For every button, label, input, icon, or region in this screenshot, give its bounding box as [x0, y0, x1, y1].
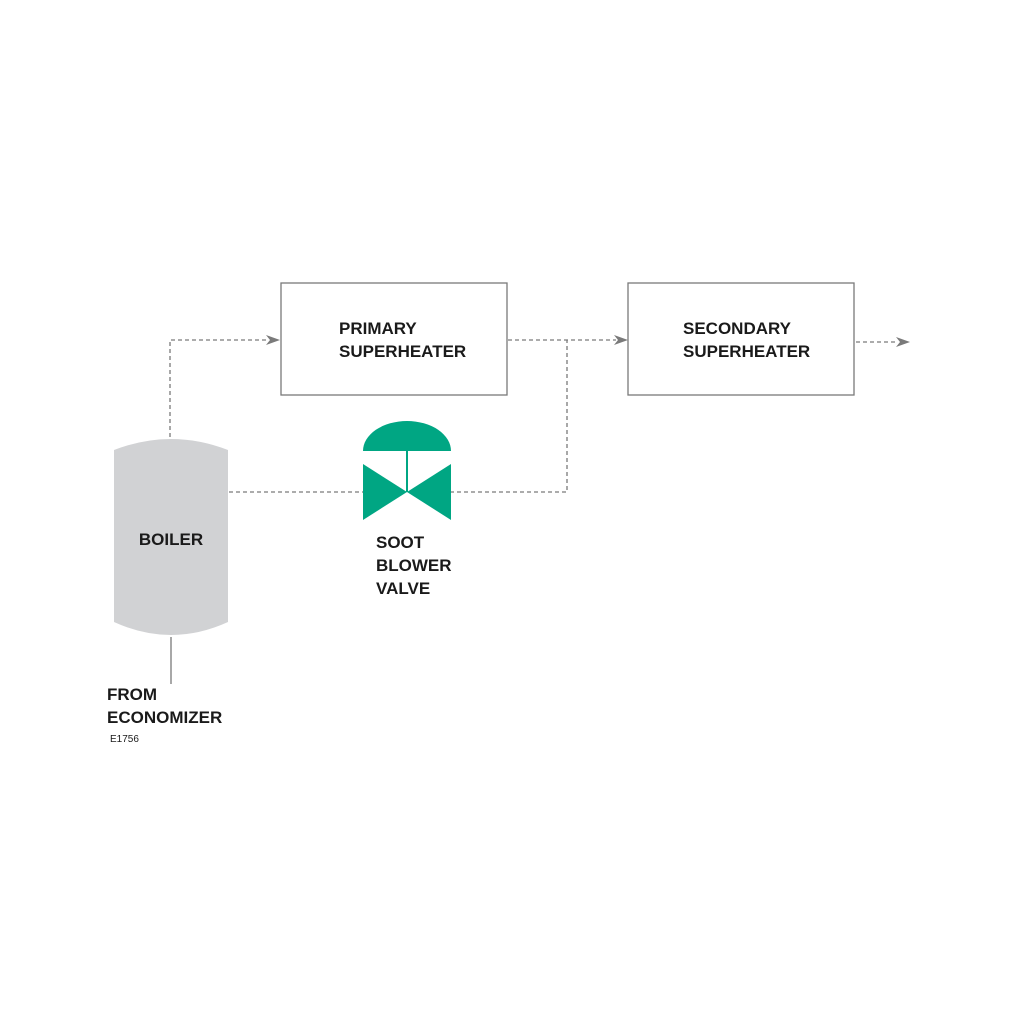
figure-reference: E1756 — [110, 734, 139, 745]
soot-blower-valve[interactable]: SOOT BLOWER VALVE — [363, 421, 452, 598]
flow-valve-bypass — [450, 340, 568, 493]
primary-superheater-box — [280, 282, 508, 396]
valve-actuator-dome — [363, 421, 451, 451]
control-valve-icon — [363, 421, 451, 520]
arrowhead-outlet — [896, 337, 910, 347]
arrowhead-primary-inlet — [266, 335, 280, 345]
valve-label-line3: VALVE — [376, 579, 430, 598]
primary-superheater-label-line1: PRIMARY — [339, 319, 417, 338]
secondary-superheater-label-line2: SUPERHEATER — [683, 342, 810, 361]
boiler-vessel[interactable]: BOILER — [114, 439, 228, 635]
valve-label-line1: SOOT — [376, 533, 425, 552]
secondary-superheater-box — [627, 282, 855, 396]
valve-body-left — [363, 464, 407, 520]
valve-body-right — [407, 464, 451, 520]
inlet-label-line1: FROM — [107, 685, 157, 704]
valve-label-line2: BLOWER — [376, 556, 452, 575]
flow-boiler-to-primary — [169, 339, 268, 437]
arrowhead-secondary-inlet — [614, 335, 628, 345]
primary-superheater[interactable]: PRIMARY SUPERHEATER — [280, 282, 508, 396]
secondary-superheater-label-line1: SECONDARY — [683, 319, 792, 338]
boiler-shape — [114, 439, 228, 635]
inlet-label-line2: ECONOMIZER — [107, 708, 222, 727]
primary-superheater-label-line2: SUPERHEATER — [339, 342, 466, 361]
boiler-label: BOILER — [139, 530, 203, 549]
secondary-superheater[interactable]: SECONDARY SUPERHEATER — [627, 282, 855, 396]
